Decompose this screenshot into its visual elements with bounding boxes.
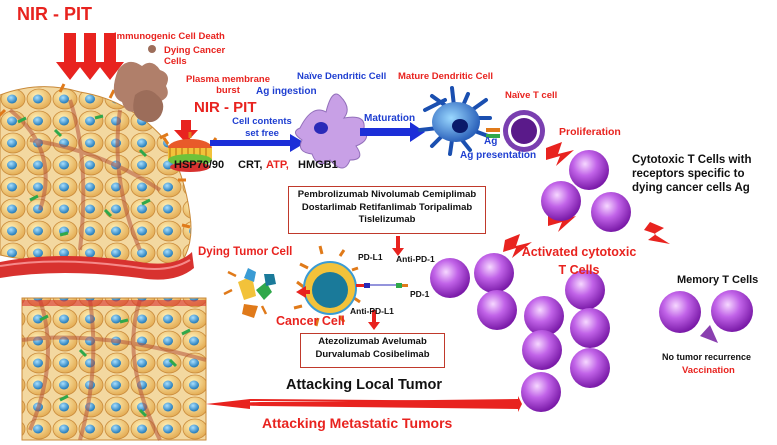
antibody-arrows	[296, 236, 404, 330]
vaccination-label: Vaccination	[682, 365, 735, 376]
memory-t-cells	[659, 290, 753, 343]
attack-local-label: Attacking Local Tumor	[286, 377, 443, 393]
nir-pit-arrows	[56, 33, 198, 143]
attack-arrow	[206, 399, 518, 409]
proliferating-t-cells	[541, 150, 631, 232]
mature-dc-label: Mature Dendritic Cell	[398, 71, 494, 82]
attack-metastatic-label: Attacking Metastatic Tumors	[262, 415, 453, 431]
crt-label: CRT,	[238, 159, 263, 171]
atp-label: ATP,	[266, 159, 289, 171]
hsp-label: HSP70/90	[174, 159, 225, 171]
hmgb1-label: HMGB1	[298, 159, 338, 171]
activated-t-cells	[430, 253, 610, 412]
pd1-drugs-line-2: Dostarlimab Retifanlimab Toripalimab	[301, 201, 473, 213]
tumor-mass-bottom	[21, 297, 207, 441]
proliferation-label: Proliferation	[559, 126, 621, 138]
naive-t-label: Naïve T cell	[505, 90, 558, 101]
cytotoxic-label: Cytotoxic T Cells with receptors specifi…	[632, 154, 752, 194]
cell-contents-label: Cell contents set free	[232, 116, 292, 139]
activated-t-cells-label: Activated cytotoxic T Cells	[521, 245, 637, 277]
pd-l1-label: PD-L1	[358, 252, 383, 262]
cancer-cell	[293, 245, 408, 327]
icd-label: Immunogenic Cell Death	[114, 31, 225, 42]
pd1-drugs-line-3: Tislelizumab	[358, 214, 416, 225]
dying-tumor-cell	[223, 268, 276, 318]
cancer-cell-label: Cancer Cell	[276, 314, 345, 328]
pdl1-drugs-line-1: Atezolizumab Avelumab	[318, 336, 427, 347]
ag-label: Ag	[484, 136, 498, 147]
dying-cancer-cells-label: Dying Cancer Cells	[164, 45, 226, 67]
pd1-label: PD-1	[410, 289, 430, 299]
pd1-drugs-line-1: Pembrolizumab Nivolumab Cemiplimab	[297, 189, 477, 200]
arrow-to-naive-dc	[210, 134, 305, 152]
pdl1-drugs-line-2: Durvalumab Cosibelimab	[315, 348, 430, 360]
maturation-arrow	[360, 122, 425, 142]
anti-pd1-label: Anti-PD-1	[396, 254, 435, 264]
nir-pit-title: NIR - PIT	[17, 4, 92, 24]
anti-pd1-drug-box: Pembrolizumab Nivolumab Cemiplimab Dosta…	[288, 186, 486, 234]
maturation-label: Maturation	[364, 113, 416, 124]
dying-tumor-label: Dying Tumor Cell	[198, 246, 293, 258]
anti-pdl1-drug-box: Atezolizumab Avelumab Durvalumab Cosibel…	[300, 333, 445, 368]
ag-presentation-receptor	[486, 128, 500, 138]
tumor-mass-top	[0, 83, 194, 280]
dying-cancer-cells	[113, 45, 168, 123]
anti-pdl1-label: Anti-PD-L1	[350, 306, 394, 316]
ag-presentation-label: Ag presentation	[460, 150, 537, 161]
no-recurrence-label: No tumor recurrence	[662, 352, 752, 362]
naive-dc-label: Naïve Dendritic Cell	[297, 71, 387, 82]
naive-t-cell	[503, 110, 545, 152]
ag-ingestion-label: Ag ingestion	[256, 86, 317, 97]
burst-cell	[162, 132, 218, 172]
naive-dendritic-cell	[295, 93, 368, 169]
plasma-membrane-label: Plasma membrane burst	[186, 74, 270, 96]
memory-t-label: Memory T Cells	[677, 274, 759, 286]
mature-dendritic-cell	[418, 86, 492, 156]
nir-pit-mid-label: NIR - PIT	[194, 99, 257, 116]
